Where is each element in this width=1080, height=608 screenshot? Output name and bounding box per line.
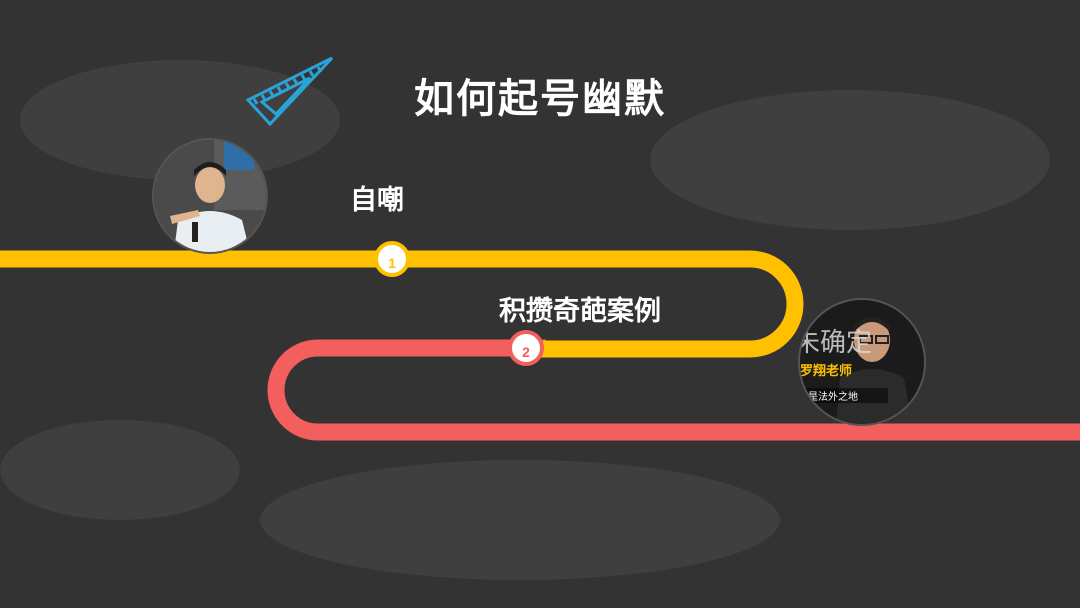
presenter-avatar-1 bbox=[152, 138, 268, 254]
avatar-caption-text: 法外之地也不是法外之地 bbox=[800, 388, 888, 403]
yellow-track bbox=[0, 250, 804, 358]
chalk-smudges bbox=[0, 60, 1050, 580]
avatar-banner-text: 未确定 bbox=[798, 328, 873, 358]
person-icon bbox=[800, 300, 924, 424]
avatar-name-text: 罗翔老师 bbox=[800, 364, 853, 379]
person-icon bbox=[154, 140, 266, 252]
step-1-badge: 1 bbox=[374, 241, 410, 277]
red-track bbox=[267, 339, 1080, 441]
page-title: 如何起号幽默 bbox=[414, 76, 666, 122]
step-2-label: 积攒奇葩案例 bbox=[499, 296, 661, 327]
presenter-avatar-2: 未确定 罗翔老师 法外之地也不是法外之地 bbox=[798, 298, 926, 426]
set-square-icon bbox=[245, 56, 334, 127]
step-2-badge: 2 bbox=[508, 330, 544, 366]
step-1-label: 自嘲 bbox=[350, 185, 404, 216]
